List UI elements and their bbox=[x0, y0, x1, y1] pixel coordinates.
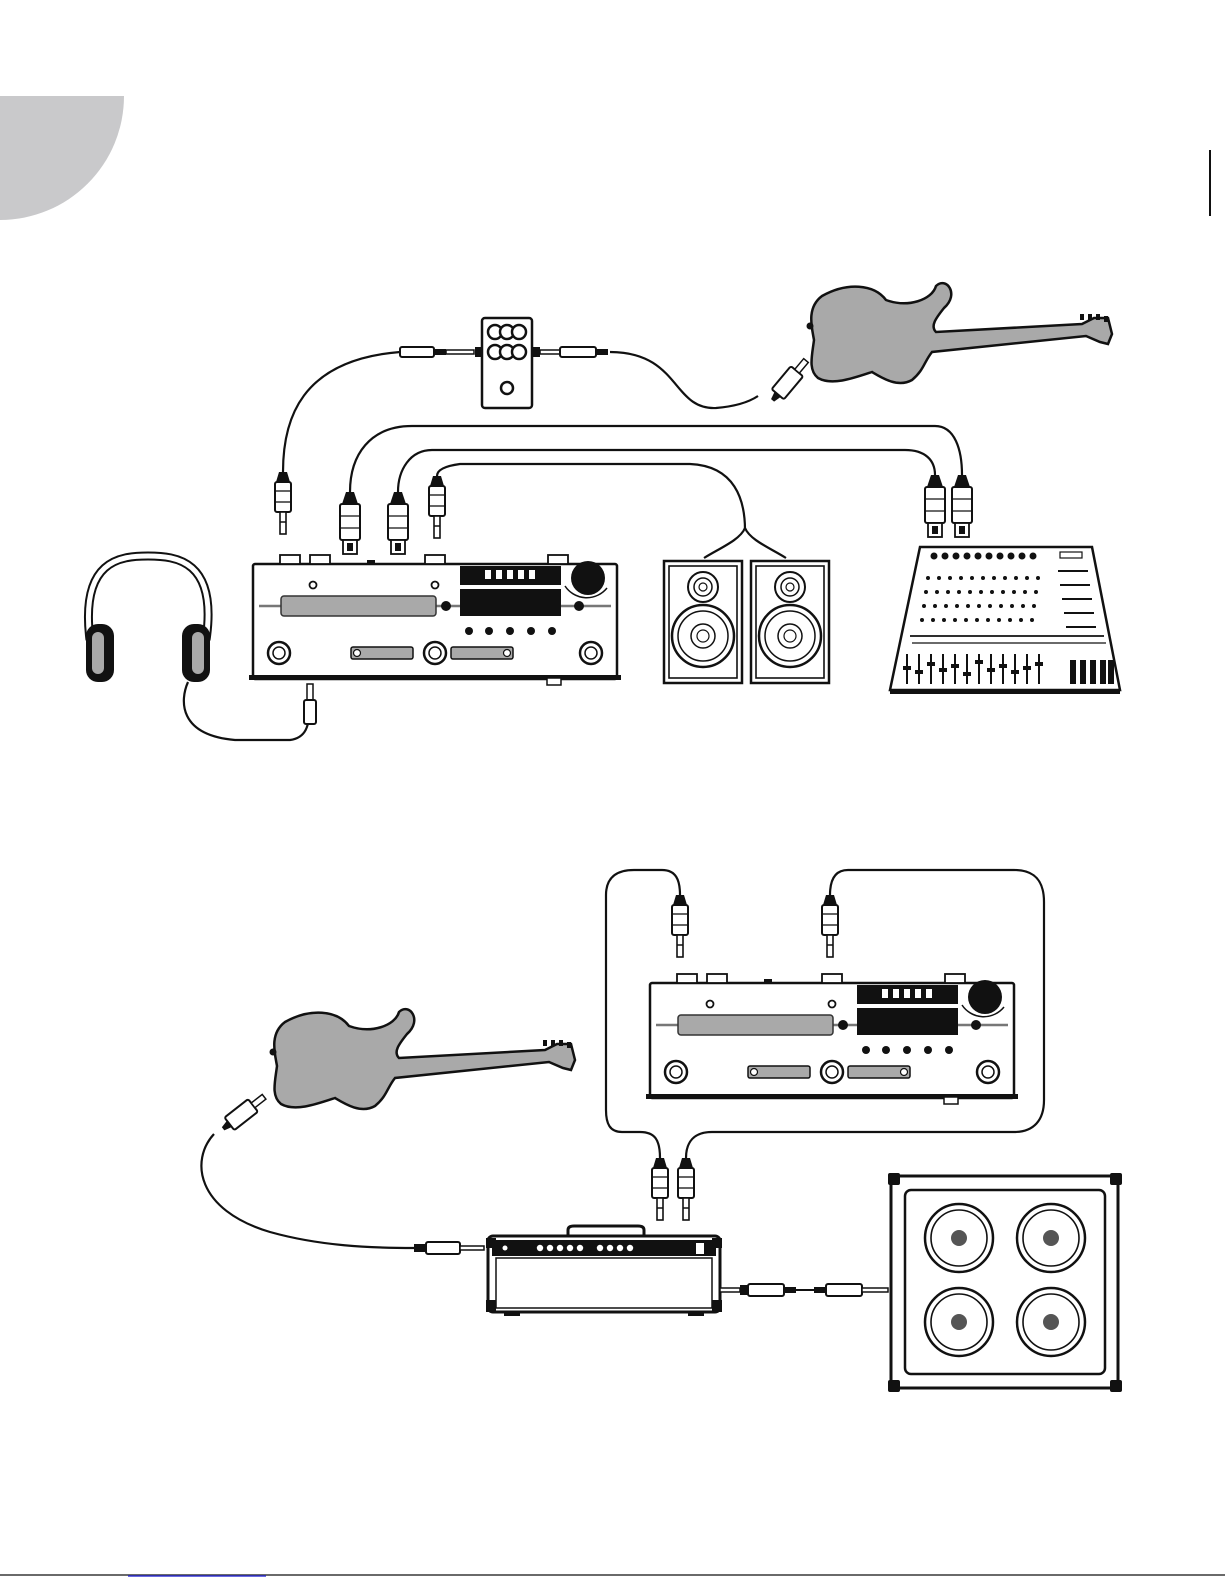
jack-plug-send bbox=[672, 895, 688, 957]
cable-to-monitors bbox=[437, 464, 745, 530]
jack-plug-return bbox=[822, 895, 838, 957]
jack-plug-pedal-in bbox=[400, 347, 474, 357]
jack-plug-guitar-2 bbox=[218, 1090, 269, 1135]
cable-xlr-right-to-console bbox=[398, 450, 935, 492]
amp-head bbox=[486, 1226, 722, 1316]
cable-headphones bbox=[184, 682, 310, 740]
xlr-plug-console-2 bbox=[952, 475, 972, 537]
electric-guitar bbox=[807, 283, 1113, 383]
jack-plug-input-1 bbox=[275, 472, 291, 534]
xlr-plug-right bbox=[388, 492, 408, 554]
setup-1-diagram bbox=[86, 283, 1120, 740]
jack-plug-headphones bbox=[304, 684, 316, 724]
mixing-console bbox=[890, 547, 1120, 694]
jack-plug-cabinet-input bbox=[814, 1284, 888, 1296]
speaker-cabinet-4x12 bbox=[888, 1173, 1122, 1392]
jack-plug-amp-input bbox=[414, 1242, 484, 1254]
jack-plug-amp-return bbox=[678, 1158, 694, 1220]
cable-guitar-to-pedal bbox=[610, 352, 758, 408]
headphones bbox=[86, 556, 210, 682]
electric-guitar-2 bbox=[270, 1009, 576, 1109]
cable-guitar-to-amp bbox=[201, 1134, 414, 1248]
xlr-plug-left bbox=[340, 492, 360, 554]
studio-monitor-right bbox=[751, 561, 829, 683]
jack-plug-output bbox=[429, 476, 445, 538]
speaker-cone-3 bbox=[925, 1288, 993, 1356]
speaker-cone-1 bbox=[925, 1204, 993, 1272]
corner-tab bbox=[0, 96, 124, 220]
stompbox-pedal bbox=[475, 318, 540, 408]
studio-monitor-left bbox=[664, 561, 742, 683]
speaker-cone-2 bbox=[1017, 1204, 1085, 1272]
pedal-processor-2 bbox=[646, 974, 1018, 1104]
jack-plug-pedal-out bbox=[540, 347, 608, 357]
setup-2-diagram bbox=[201, 870, 1122, 1392]
jack-plug-guitar bbox=[766, 355, 812, 405]
xlr-plug-console-1 bbox=[925, 475, 945, 537]
cable-pedal-to-processor bbox=[283, 352, 400, 472]
jack-plug-amp-speaker-out bbox=[720, 1284, 796, 1296]
pedal-processor bbox=[249, 555, 621, 685]
jack-plug-amp-send bbox=[652, 1158, 668, 1220]
speaker-cone-4 bbox=[1017, 1288, 1085, 1356]
cable-monitor-split bbox=[704, 528, 786, 558]
